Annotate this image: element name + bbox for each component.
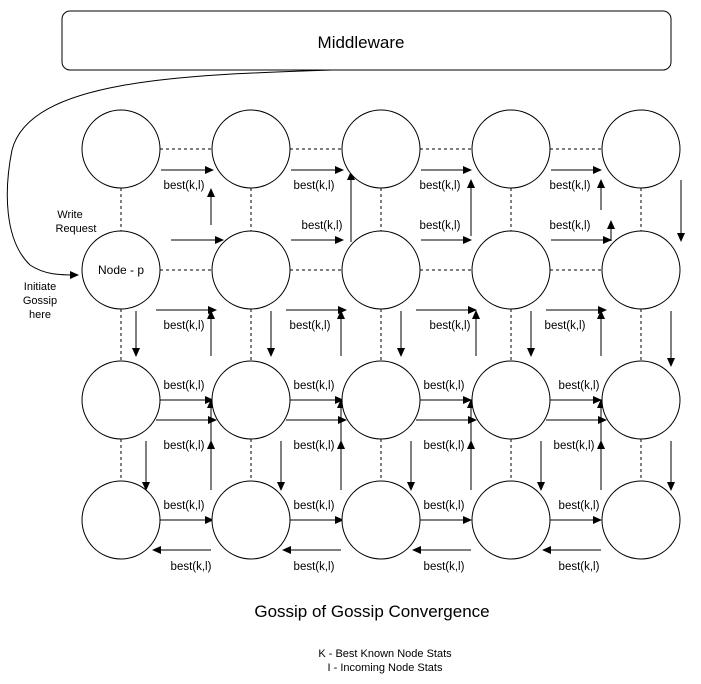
write-request-arrow [6,69,333,279]
write-request-line1: Write [57,209,82,221]
edge-label-best: best(k,l) [420,220,461,232]
edge-label-best: best(k,l) [164,180,205,192]
edge-label-best: best(k,l) [294,440,335,452]
node-circle [471,109,551,189]
middleware-box [61,10,672,71]
write-request-line2: Request [56,223,97,235]
node-circle [601,230,681,310]
edge-label-best: best(k,l) [294,500,335,512]
edge-label-best: best(k,l) [430,320,471,332]
node-label-p: Node - p [98,263,144,277]
node-circle [341,360,421,440]
edge-label-best: best(k,l) [424,380,465,392]
node-circle [601,360,681,440]
edge-label-best: best(k,l) [559,561,600,573]
edge-label-best: best(k,l) [164,380,205,392]
legend-k: K - Best Known Node Stats [318,648,452,660]
node-circle [211,360,291,440]
edge-label-best: best(k,l) [550,180,591,192]
node-circle [211,230,291,310]
edge-label-best: best(k,l) [294,180,335,192]
node-circle [341,230,421,310]
grid-dashed-links [120,148,642,521]
edge-label-best: best(k,l) [171,561,212,573]
edge-label-best: best(k,l) [294,380,335,392]
node-circle [601,480,681,560]
edge-label-best: best(k,l) [164,440,205,452]
initiate-gossip-line1: Initiate [24,281,56,293]
node-circle [81,230,161,310]
edge-label-best: best(k,l) [420,180,461,192]
legend-i: I - Incoming Node Stats [328,662,443,674]
node-circle [341,109,421,189]
node-circle [341,480,421,560]
node-circle [471,230,551,310]
initiate-gossip-line3: here [29,309,51,321]
edge-label-best: best(k,l) [424,500,465,512]
node-circle [601,109,681,189]
gossip-arrows [132,166,685,554]
node-circle [471,480,551,560]
edge-label-best: best(k,l) [559,380,600,392]
node-circle [81,480,161,560]
edge-label-best: best(k,l) [545,320,586,332]
edge-label-best: best(k,l) [294,561,335,573]
node-circle [211,480,291,560]
middleware-label: Middleware [318,33,405,52]
edge-label-best: best(k,l) [164,500,205,512]
node-circle [211,109,291,189]
node-grid: Node - p [81,109,681,560]
edge-label-best: best(k,l) [290,320,331,332]
edge-label-best: best(k,l) [559,500,600,512]
initiate-gossip-line2: Gossip [23,295,57,307]
node-circle [81,360,161,440]
edge-labels: best(k,l) best(k,l) best(k,l) best(k,l) best… [164,180,600,573]
edge-label-best: best(k,l) [164,320,205,332]
edge-label-best: best(k,l) [424,561,465,573]
node-circle [471,360,551,440]
node-circle [81,109,161,189]
diagram-caption: Gossip of Gossip Convergence [254,602,489,621]
edge-label-best: best(k,l) [424,440,465,452]
edge-label-best: best(k,l) [302,220,343,232]
edge-label-best: best(k,l) [554,440,595,452]
edge-label-best: best(k,l) [550,220,591,232]
